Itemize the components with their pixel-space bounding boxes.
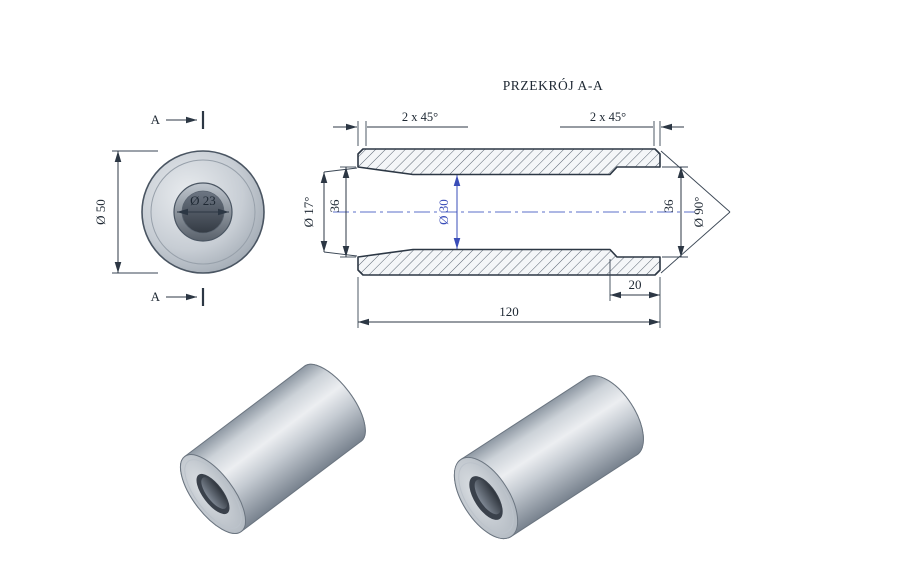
dim-overall-length-label: 120	[499, 304, 519, 319]
dim-counterbore-depth: 20	[609, 259, 661, 328]
dim-overall-length: 120	[357, 277, 660, 328]
dim-bore-diameter-section: Ø 30	[436, 175, 461, 249]
section-view: 2 x 45° 2 x 45° Ø 17° 36 Ø 30	[301, 110, 731, 328]
render-left-body	[180, 363, 366, 534]
dim-bore-diameter-label: Ø 23	[190, 193, 216, 208]
dim-right-counterbore: 36	[661, 166, 688, 258]
front-view: Ø 23 Ø 50 A A	[93, 111, 265, 306]
dim-outer-diameter-front: Ø 50	[93, 150, 158, 274]
render-right	[453, 375, 644, 540]
dim-chamfer-left: 2 x 45°	[333, 110, 468, 146]
dim-left-counterbore: 36	[327, 166, 356, 258]
render-right-bore-inner	[474, 479, 501, 515]
dim-outer-diameter-label: Ø 50	[93, 199, 108, 225]
dim-countersink-angle-label: Ø 90°	[691, 197, 706, 228]
dim-counterbore-depth-label: 20	[629, 277, 642, 292]
dim-taper: Ø 17°	[301, 167, 358, 257]
section-hatch-bottom	[357, 248, 661, 276]
dim-countersink-angle: Ø 90°	[660, 150, 731, 274]
dim-bore-diameter-section-label: Ø 30	[436, 199, 451, 225]
dim-chamfer-left-label: 2 x 45°	[402, 110, 438, 124]
dim-left-counterbore-label: 36	[327, 199, 342, 213]
render-left	[180, 363, 366, 534]
dim-taper-label: Ø 17°	[301, 197, 316, 228]
section-cut-mark-bottom: A	[151, 288, 205, 306]
dim-chamfer-right: 2 x 45°	[560, 110, 684, 146]
dim-chamfer-right-label: 2 x 45°	[590, 110, 626, 124]
render-left-face-chamfer	[184, 459, 242, 529]
section-letter-bottom: A	[151, 289, 161, 304]
render-left-bore-inner	[201, 477, 228, 509]
chamfer-edge-circle	[150, 159, 256, 265]
dim-right-counterbore-label: 36	[661, 199, 676, 213]
section-cut-mark-top: A	[151, 111, 205, 129]
section-letter-top: A	[151, 112, 161, 127]
dim-bore-diameter-front: Ø 23	[177, 193, 229, 216]
section-hatch-top	[357, 148, 661, 176]
render-right-face-chamfer	[458, 462, 514, 534]
render-right-body	[453, 375, 644, 540]
section-title: PRZEKRÓJ A-A	[503, 78, 604, 93]
